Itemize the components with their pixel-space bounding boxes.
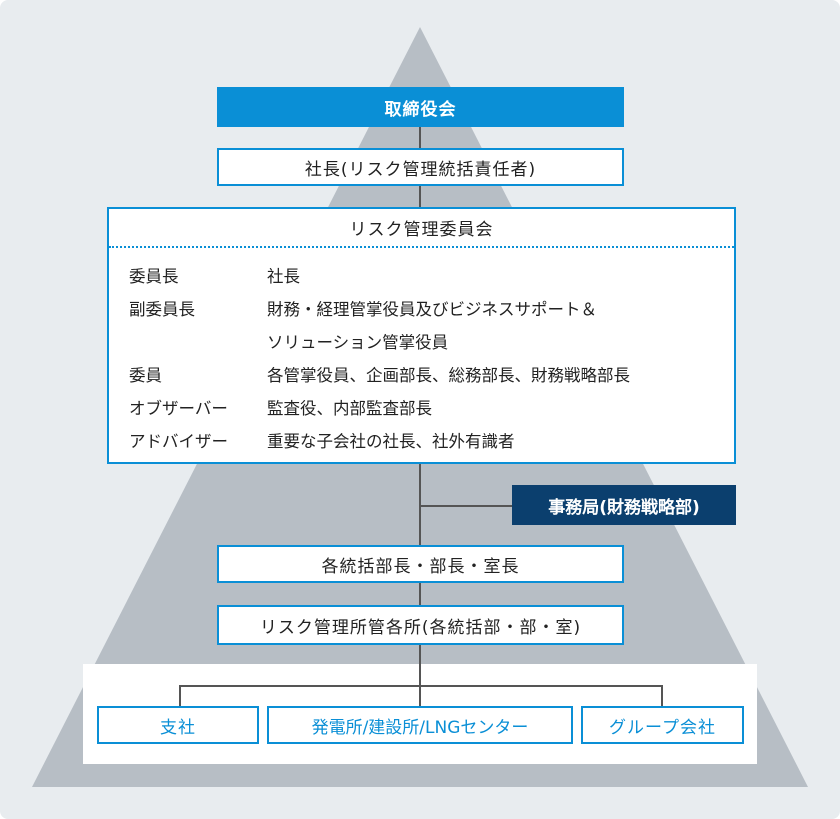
division-heads-box: 各統括部長・部長・室長 [217,545,624,583]
group-companies-box: グループ会社 [581,706,744,744]
committee-row: オブザーバー 監査役、内部監査部長 [129,392,734,425]
connector-line [419,505,512,507]
secretariat-box: 事務局(財務戦略部) [512,485,736,525]
branch-label: 支社 [160,717,196,738]
members-text: 各管掌役員、企画部長、総務部長、財務戦略部長 [267,366,630,385]
power-plant-box: 発電所/建設所/LNGセンター [267,706,573,744]
committee-row: ソリューション管掌役員 [129,326,734,359]
role-label: 副委員長 [129,300,195,319]
president-label: 社長(リスク管理統括責任者) [304,159,537,180]
members-text: 重要な子会社の社長、社外有識者 [267,432,515,451]
committee-row: 委員 各管掌役員、企画部長、総務部長、財務戦略部長 [129,359,734,392]
role-label: 委員長 [129,267,179,286]
connector-line [661,685,663,706]
committee-row: アドバイザー 重要な子会社の社長、社外有識者 [129,425,734,458]
risk-units-box: リスク管理所管各所(各統括部・部・室) [217,605,624,645]
connector-line [419,127,421,148]
secretariat-label: 事務局(財務戦略部) [548,497,700,518]
branch-label: 発電所/建設所/LNGセンター [311,717,529,738]
committee-row: 委員長 社長 [129,260,734,293]
connector-line [419,464,421,545]
role-label [129,326,267,359]
division-heads-label: 各統括部長・部長・室長 [321,556,520,577]
board-label: 取締役会 [384,99,457,120]
members-text: 財務・経理管掌役員及びビジネスサポート＆ [267,300,597,319]
board-of-directors-box: 取締役会 [217,87,624,127]
connector-line [419,186,421,207]
president-box: 社長(リスク管理統括責任者) [217,148,624,186]
branch-label: グループ会社 [609,717,716,738]
role-label: 委員 [129,366,162,385]
committee-row: 副委員長 財務・経理管掌役員及びビジネスサポート＆ [129,293,734,326]
members-text: 社長 [267,267,300,286]
committee-title: リスク管理委員会 [109,209,734,248]
connector-line [179,685,181,706]
connector-line [179,685,663,687]
members-text: 監査役、内部監査部長 [267,399,432,418]
role-label: オブザーバー [129,399,228,418]
connector-line [419,583,421,605]
risk-committee-box: リスク管理委員会 委員長 社長 副委員長 財務・経理管掌役員及びビジネスサポート… [107,207,736,464]
risk-units-label: リスク管理所管各所(各統括部・部・室) [259,617,582,638]
connector-line [419,645,421,664]
role-label: アドバイザー [129,432,228,451]
branch-office-box: 支社 [97,706,259,744]
committee-members: 委員長 社長 副委員長 財務・経理管掌役員及びビジネスサポート＆ ソリューション… [109,248,734,458]
members-text: ソリューション管掌役員 [267,333,449,352]
